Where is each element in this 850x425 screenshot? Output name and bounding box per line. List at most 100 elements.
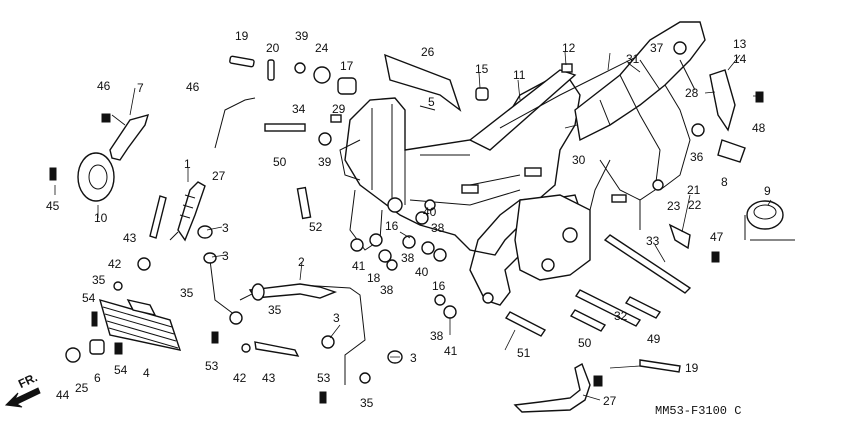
callout: 17 bbox=[340, 59, 354, 73]
callout: 25 bbox=[75, 381, 89, 395]
callout: 29 bbox=[332, 102, 346, 116]
callout: 7 bbox=[137, 81, 144, 95]
bolt-icon bbox=[211, 331, 219, 344]
callout: 42 bbox=[233, 371, 247, 385]
swingarm-pivot bbox=[562, 227, 578, 243]
nut-icon bbox=[386, 259, 398, 271]
callout: 35 bbox=[180, 286, 194, 300]
washer-icon bbox=[229, 311, 243, 325]
callout: 24 bbox=[315, 41, 329, 55]
callout: 38 bbox=[431, 221, 445, 235]
nut-icon bbox=[691, 123, 705, 137]
bolt-icon bbox=[593, 375, 603, 387]
spacer-icon bbox=[337, 77, 357, 95]
bolt-icon bbox=[49, 167, 57, 181]
callout: 54 bbox=[114, 363, 128, 377]
grommet-icon bbox=[321, 335, 335, 349]
callout: 49 bbox=[647, 332, 661, 346]
callout: 47 bbox=[710, 230, 724, 244]
bolt-33 bbox=[603, 234, 692, 294]
callout: 35 bbox=[92, 273, 106, 287]
oil-hoses bbox=[137, 181, 403, 404]
callout: 15 bbox=[475, 62, 489, 76]
bearing-icon bbox=[313, 66, 331, 84]
pin-19 bbox=[639, 359, 681, 373]
callout: 41 bbox=[444, 344, 458, 358]
callout: 31 bbox=[626, 52, 640, 66]
callout: 13 bbox=[733, 37, 747, 51]
callout: 12 bbox=[562, 41, 576, 55]
pipe-27b bbox=[513, 362, 591, 413]
front-engine-eye bbox=[424, 199, 436, 211]
grommet-icon bbox=[203, 252, 217, 264]
clip-icon bbox=[241, 343, 251, 353]
callout: 40 bbox=[415, 265, 429, 279]
callout: 14 bbox=[733, 52, 747, 66]
clip-5 bbox=[419, 105, 436, 111]
callout: 38 bbox=[430, 329, 444, 343]
callout: 32 bbox=[614, 309, 628, 323]
leader-lines bbox=[54, 51, 772, 401]
callout: 54 bbox=[82, 291, 96, 305]
pivot-eye bbox=[541, 258, 555, 272]
rear-mount-eye bbox=[673, 41, 687, 55]
bolt-52 bbox=[296, 186, 312, 220]
callout: 46 bbox=[186, 80, 200, 94]
clip-icon bbox=[561, 63, 573, 73]
callout: 3 bbox=[222, 249, 229, 263]
bolt-icon bbox=[711, 251, 720, 263]
front-direction-arrow bbox=[4, 387, 41, 408]
callout: 8 bbox=[721, 175, 728, 189]
callout: 50 bbox=[578, 336, 592, 350]
grommet-icon bbox=[197, 225, 213, 239]
callout: 35 bbox=[268, 303, 282, 317]
bolt-icon bbox=[114, 342, 123, 355]
callout: 50 bbox=[273, 155, 287, 169]
callout: 18 bbox=[367, 271, 381, 285]
callout: 33 bbox=[646, 234, 660, 248]
bolt-49 bbox=[624, 296, 662, 319]
lower-eye bbox=[482, 292, 494, 304]
callout: 22 bbox=[688, 198, 702, 212]
callout: 3 bbox=[222, 221, 229, 235]
spacer-16b bbox=[433, 248, 447, 262]
washer-icon bbox=[443, 305, 457, 319]
callout: 1 bbox=[184, 157, 191, 171]
grommet-icon bbox=[89, 339, 105, 355]
callout: 21 bbox=[687, 183, 701, 197]
nut-icon bbox=[294, 62, 306, 74]
clip-icon bbox=[113, 281, 123, 291]
callout: 19 bbox=[685, 361, 699, 375]
callout: 20 bbox=[266, 41, 280, 55]
callout: 23 bbox=[667, 199, 681, 213]
callout: 27 bbox=[212, 169, 226, 183]
right-parts bbox=[434, 69, 795, 413]
callout: 34 bbox=[292, 102, 306, 116]
callout: 53 bbox=[205, 359, 219, 373]
rubber-pin bbox=[267, 59, 275, 81]
callout: 42 bbox=[108, 257, 122, 271]
spacer-18 bbox=[378, 249, 392, 263]
oil-hose-1 bbox=[177, 181, 206, 242]
callout: 10 bbox=[94, 211, 108, 225]
bolt-50 bbox=[264, 123, 306, 132]
callout: 43 bbox=[262, 371, 276, 385]
pipe-bracket bbox=[214, 97, 256, 149]
callout: 9 bbox=[764, 184, 771, 198]
gusset-slot bbox=[524, 167, 542, 177]
oil-cooler-assembly bbox=[65, 281, 182, 363]
callout: 3 bbox=[333, 311, 340, 325]
callout: 51 bbox=[517, 346, 531, 360]
clip-icon bbox=[330, 114, 342, 123]
main-frame bbox=[339, 21, 706, 306]
pad-8 bbox=[717, 139, 746, 163]
callout: 16 bbox=[385, 219, 399, 233]
bolt-icon bbox=[91, 311, 98, 327]
callout: 40 bbox=[423, 205, 437, 219]
washer-icon bbox=[359, 372, 371, 384]
gusset-slot bbox=[611, 194, 627, 203]
callout: 37 bbox=[650, 41, 664, 55]
horn-assembly bbox=[49, 113, 150, 202]
rear-lower-eye bbox=[652, 179, 664, 191]
